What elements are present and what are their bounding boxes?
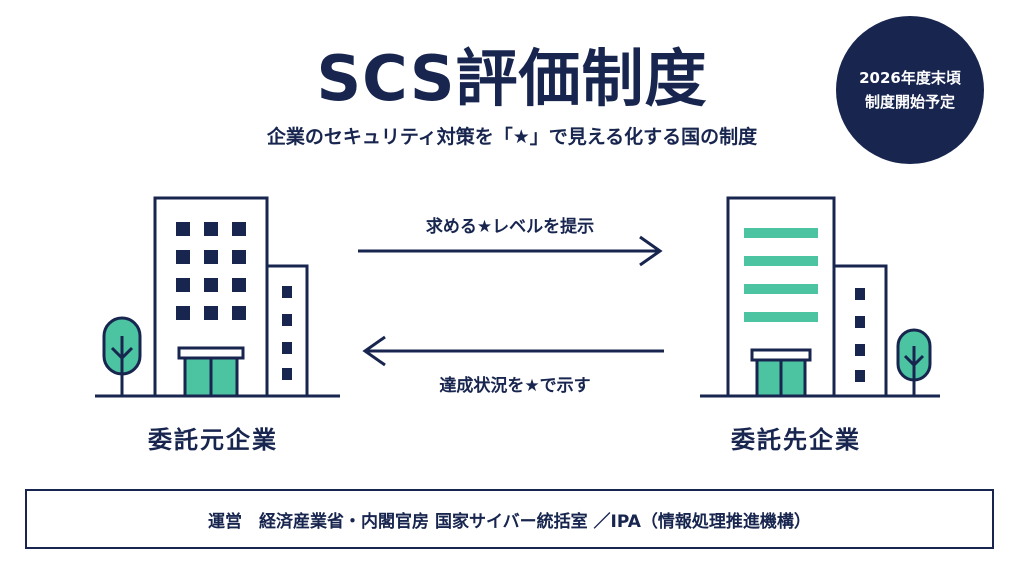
left-tree-icon (102, 316, 142, 396)
schedule-badge: 2026年度末頃 制度開始予定 (836, 16, 984, 164)
badge-line-1: 2026年度末頃 (859, 69, 961, 87)
page-title: SCS評価制度 (316, 42, 708, 115)
left-building-icon (102, 196, 309, 398)
request-arrow-label: 求める★レベルを提示 (425, 217, 595, 237)
left-arrow-icon (362, 335, 664, 367)
right-building-icon (726, 196, 932, 398)
operator-footer: 運営 経済産業省・内閣官房 国家サイバー統括室 ／IPA（情報処理推進機構） (25, 489, 994, 549)
right-arrow-icon (358, 235, 663, 267)
page-subtitle: 企業のセキュリティ対策を「★」で見える化する国の制度 (266, 126, 758, 148)
badge-line-2: 制度開始予定 (864, 93, 955, 111)
right-tree-icon (896, 328, 932, 396)
operator-text: 運営 経済産業省・内閣官房 国家サイバー統括室 ／IPA（情報処理推進機構） (208, 511, 811, 532)
contractor-company-label: 委託先企業 (731, 426, 861, 454)
client-company-label: 委託元企業 (148, 426, 278, 454)
report-arrow-label: 達成状況を★で示す (439, 376, 591, 396)
